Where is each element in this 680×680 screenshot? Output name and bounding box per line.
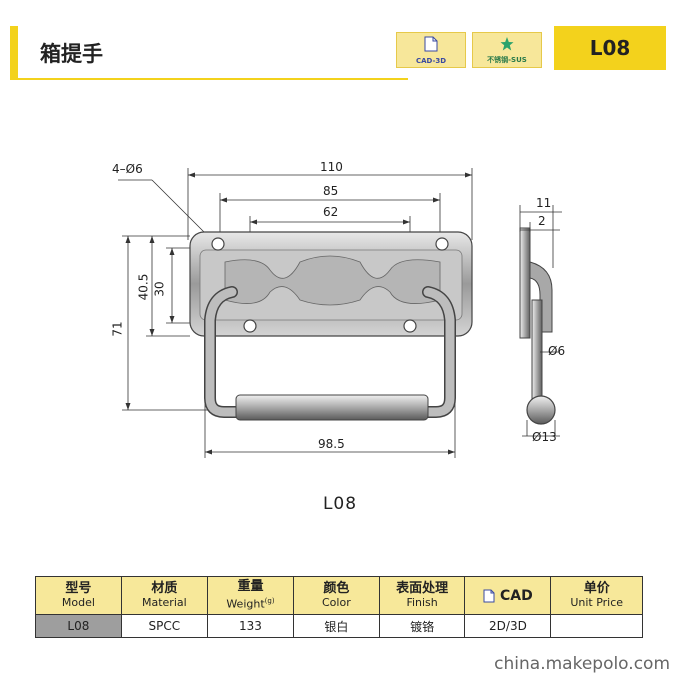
header-underline xyxy=(18,78,408,80)
handle-grip xyxy=(235,394,429,421)
dim-30: 30 xyxy=(152,281,167,297)
table-row: L08 SPCC 133 银白 镀铬 2D/3D xyxy=(35,614,643,638)
side-dimension-lines xyxy=(519,205,562,437)
side-view xyxy=(519,227,556,425)
cell-color: 银白 xyxy=(293,614,380,638)
cell-model: L08 xyxy=(35,614,122,638)
stainless-steel-badge-label: 不锈钢-SUS xyxy=(487,56,527,64)
page-header: 箱提手 CAD-3D 不锈钢-SUS L08 xyxy=(10,26,666,80)
header-accent-bar xyxy=(10,26,18,80)
watermark: china.makepolo.com xyxy=(494,654,670,674)
stainless-steel-badge[interactable]: 不锈钢-SUS xyxy=(472,32,542,68)
header-model-code: L08 xyxy=(554,26,666,70)
dim-85: 85 xyxy=(323,184,339,198)
dim-side-11: 11 xyxy=(536,196,552,210)
dim-holes: 4–Ø6 xyxy=(112,162,143,176)
dim-dia-13: Ø13 xyxy=(532,430,557,444)
mounting-hole xyxy=(211,237,225,251)
col-cad-header: CAD xyxy=(464,576,552,615)
dim-98-5: 98.5 xyxy=(318,437,345,451)
dim-110: 110 xyxy=(320,160,343,174)
col-weight-header: 重量 Weight(g) xyxy=(206,576,295,615)
cell-price xyxy=(550,614,643,638)
star-icon xyxy=(500,37,514,51)
technical-drawing xyxy=(118,168,562,458)
mounting-hole xyxy=(403,319,417,333)
document-icon xyxy=(483,589,495,602)
document-icon xyxy=(424,36,438,52)
cell-weight: 133 xyxy=(206,614,295,638)
dim-71: 71 xyxy=(110,321,125,337)
cell-finish: 镀铬 xyxy=(378,614,466,638)
cad-3d-badge[interactable]: CAD-3D xyxy=(396,32,466,68)
dim-dia-6: Ø6 xyxy=(548,344,566,358)
mounting-hole xyxy=(435,237,449,251)
page-title: 箱提手 xyxy=(40,42,103,66)
dim-side-2: 2 xyxy=(538,214,546,228)
dim-62: 62 xyxy=(323,205,339,219)
mounting-hole xyxy=(243,319,257,333)
cell-cad[interactable]: 2D/3D xyxy=(464,614,552,638)
dimension-arrows xyxy=(125,172,472,455)
plate-emboss xyxy=(224,255,441,306)
cad-3d-badge-label: CAD-3D xyxy=(415,57,447,65)
dim-40-5: 40.5 xyxy=(136,273,151,301)
cell-material: SPCC xyxy=(120,614,208,638)
drawing-model-label: L08 xyxy=(322,494,358,514)
